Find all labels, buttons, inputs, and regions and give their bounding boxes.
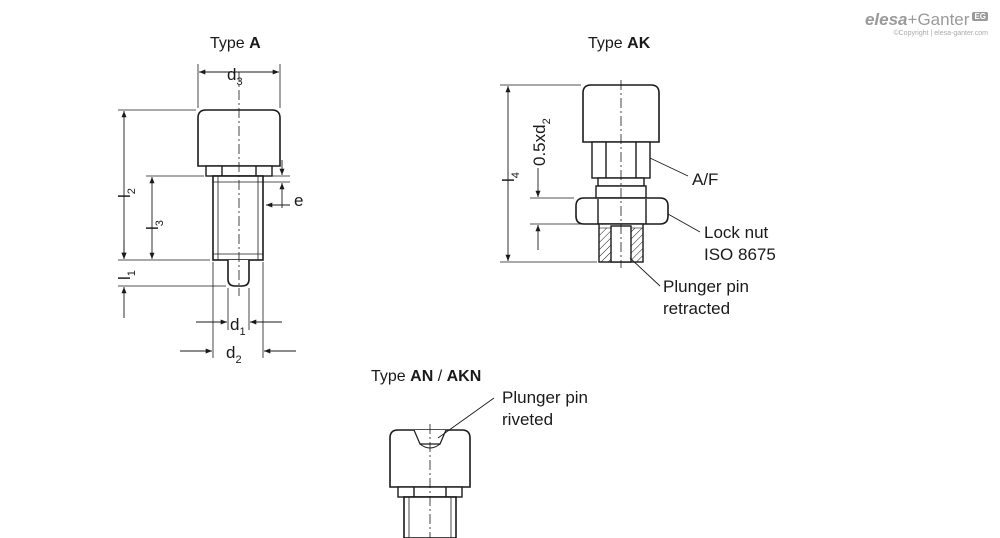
dim-l2-label: l2 [115,188,138,198]
dim-l1-label: l1 [115,270,138,280]
leader-lock-nut [667,213,701,233]
leader-plunger-retracted [629,257,661,287]
logo-separator: + [907,10,918,29]
type-an-drawing: Type AN / AKN Plunger pin riveted [371,368,588,538]
type-ak-drawing: Type AK l4 [499,35,776,318]
dim-l3-label: l3 [143,220,166,230]
type-a-title: Type A [210,35,261,52]
dim-l4-label: l4 [499,172,522,182]
dim-d2-label: d2 [226,343,242,366]
callout-af: A/F [692,170,718,189]
dim-half-d2-label: 0.5xd2 [530,118,553,166]
type-an-knob [389,429,471,488]
dim-e-label: e [294,191,303,210]
leader-plunger-riveted [437,397,495,439]
logo-badge: EG [972,12,988,21]
dim-d3-label: d3 [227,65,243,88]
callout-plunger-retracted-line1: Plunger pin [663,277,749,296]
leader-af [649,157,689,177]
type-ak-thread-hatch-right [630,227,644,263]
logo-copyright: ©Copyright | elesa-ganter.com [893,30,988,37]
callout-plunger-riveted-line1: Plunger pin [502,388,588,407]
type-an-title: Type AN / AKN [371,368,481,385]
logo-partner: Ganter [917,10,970,29]
type-a-plunger-pin [227,260,250,287]
callout-lock-nut-line2: ISO 8675 [704,245,776,264]
callout-plunger-retracted-line2: retracted [663,299,730,318]
type-ak-knob [582,84,660,143]
logo-brand: elesa [864,10,908,29]
type-ak-lock-nut [575,197,669,225]
type-a-drawing: Type A d3 [115,35,303,366]
dim-d1-label: d1 [230,315,246,338]
type-a-body [212,175,264,261]
callout-plunger-riveted-line2: riveted [502,410,553,429]
callout-lock-nut-line1: Lock nut [704,223,769,242]
type-ak-thread-hatch-left [598,227,612,263]
type-a-knob [197,109,281,167]
type-ak-title: Type AK [588,35,651,52]
